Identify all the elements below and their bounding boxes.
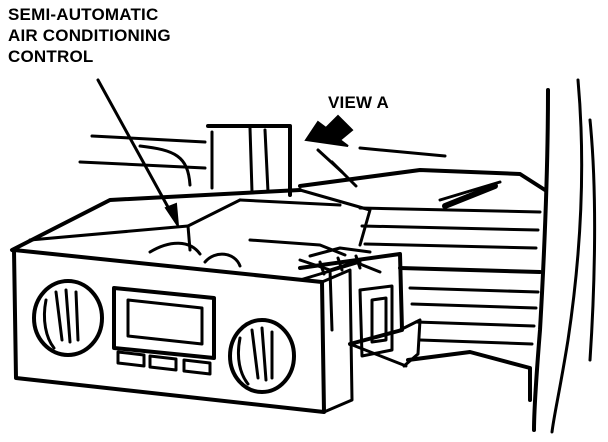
callout-line-3: CONTROL — [8, 47, 94, 66]
console-side-panel — [532, 78, 597, 434]
callout-label: SEMI-AUTOMATIC AIR CONDITIONING CONTROL — [8, 4, 171, 67]
dashboard-lines — [78, 134, 447, 187]
view-a-label: VIEW A — [328, 93, 390, 112]
display-window — [112, 286, 216, 360]
dash-opening — [206, 124, 547, 402]
mounting-bracket — [298, 246, 422, 368]
view-a-arrow — [304, 114, 358, 188]
left-knob — [32, 279, 104, 357]
callout-line-1: SEMI-AUTOMATIC — [8, 5, 159, 24]
push-buttons — [116, 350, 212, 376]
callout-leader — [96, 78, 179, 227]
right-knob — [228, 318, 296, 394]
face-plate — [12, 248, 362, 414]
control-module-body — [10, 188, 382, 274]
callout-line-2: AIR CONDITIONING — [8, 26, 171, 45]
